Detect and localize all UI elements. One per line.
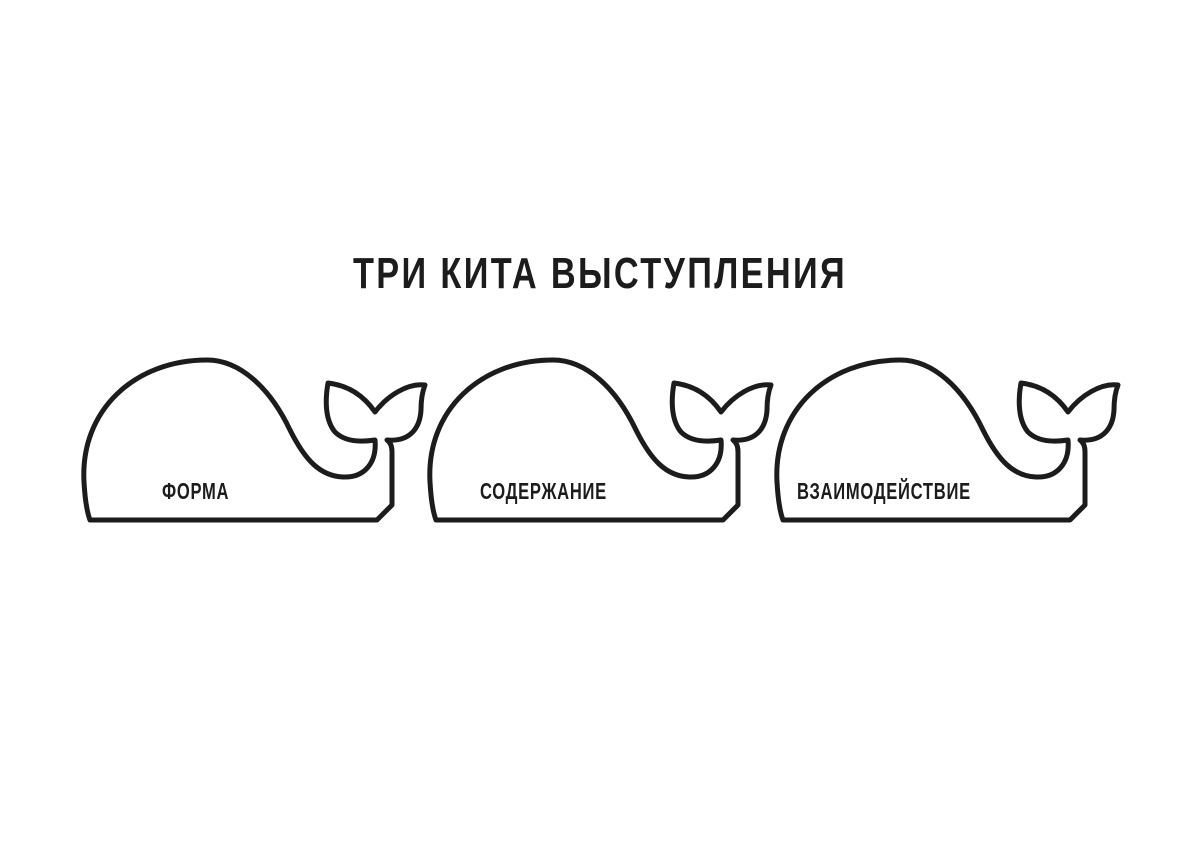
whale-label-soderzhanie: СОДЕРЖАНИЕ: [480, 478, 607, 504]
whale-label-forma: ФОРМА: [162, 478, 230, 504]
whale-icon: [84, 360, 425, 520]
diagram-title: ТРИ КИТА ВЫСТУПЛЕНИЯ: [353, 249, 847, 298]
whale-forma: [84, 360, 425, 520]
whale-label-vzaimodeistvie: ВЗАИМОДЕЙСТВИЕ: [797, 478, 971, 504]
